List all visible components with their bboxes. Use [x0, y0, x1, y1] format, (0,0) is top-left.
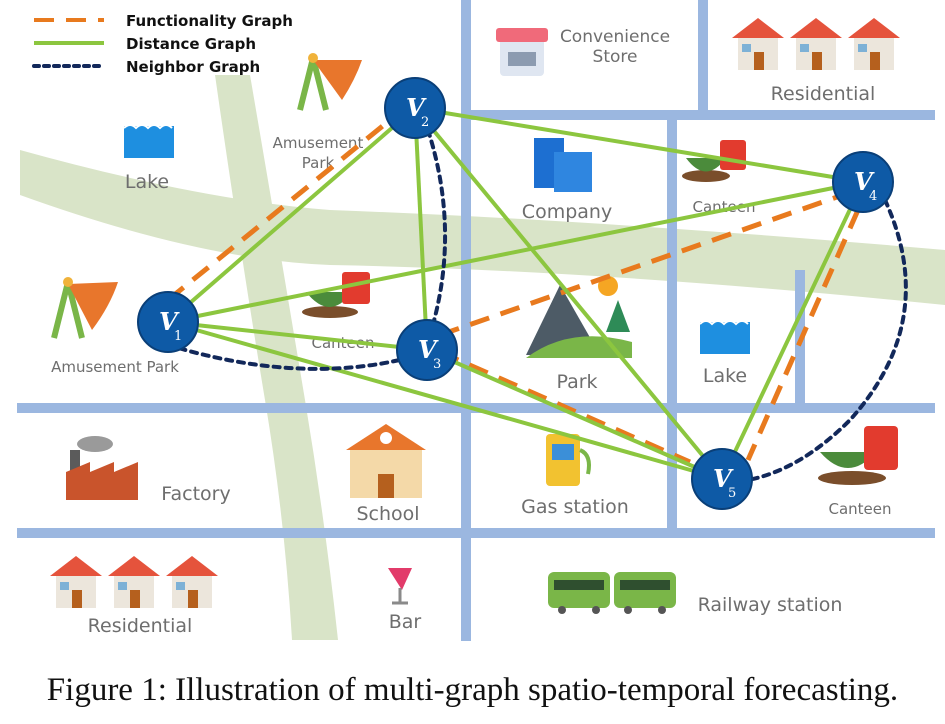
figure-caption: Figure 1: Illustration of multi-graph sp… — [46, 672, 899, 708]
dist-edge-v1-v4 — [167, 180, 864, 324]
school-icon — [346, 424, 426, 498]
dist-edge-v1-v3 — [167, 320, 428, 352]
green-belt — [20, 150, 945, 305]
train-icon — [548, 572, 676, 614]
green-belt-vertical — [215, 75, 338, 640]
label-railway-station: Railway station — [698, 594, 843, 616]
svg-text:3: 3 — [433, 357, 441, 372]
label-residential-bottom: Residential — [88, 615, 193, 637]
dist-edge-v2-v5 — [413, 106, 724, 481]
node-v1: V 1 — [137, 291, 199, 353]
neighbor-edges — [166, 128, 908, 482]
dist-edge-v4-v5 — [720, 181, 865, 480]
func-edge-v4-v5 — [745, 208, 861, 462]
label-lake-right: Lake — [703, 365, 747, 387]
nbr-edge-v2-v3 — [426, 128, 448, 330]
bar-icon — [388, 568, 412, 605]
label-convenience-store-line2: Store — [593, 47, 638, 67]
dist-edge-v1-v5 — [167, 320, 723, 481]
house-icon-group-top — [732, 18, 900, 70]
legend-functionality-label: Functionality Graph — [126, 12, 293, 30]
svg-text:V: V — [713, 464, 734, 493]
distance-edges — [166, 106, 865, 481]
factory-icon — [66, 436, 138, 500]
dist-edge-v3-v5 — [426, 348, 723, 481]
label-residential-top: Residential — [771, 83, 876, 105]
label-park: Park — [556, 371, 597, 393]
label-gas-station: Gas station — [521, 496, 629, 518]
house-icon-group-bottom — [50, 556, 218, 608]
lake-icon-right — [699, 320, 750, 354]
label-company: Company — [522, 201, 612, 223]
canteen-icon-mid — [302, 272, 370, 318]
node-v5: V 5 — [691, 448, 753, 510]
svg-text:V: V — [418, 335, 439, 364]
legend-neighbor-label: Neighbor Graph — [126, 58, 260, 76]
functionality-edges — [166, 114, 861, 465]
label-convenience-store-line1: Convenience — [560, 27, 670, 47]
label-school: School — [356, 503, 419, 525]
dist-edge-v1-v2 — [166, 106, 417, 324]
nbr-edge-v4-v5 — [746, 198, 908, 482]
func-edge-v1-v2 — [166, 114, 397, 302]
svg-text:V: V — [406, 93, 427, 122]
func-edge-v3-v5 — [438, 349, 692, 465]
legend-distance-label: Distance Graph — [126, 35, 256, 53]
svg-text:1: 1 — [174, 329, 182, 344]
svg-text:V: V — [159, 307, 180, 336]
svg-text:5: 5 — [728, 486, 736, 501]
lake-icon-left — [123, 124, 174, 158]
gas-station-icon — [546, 434, 591, 486]
company-icon — [534, 138, 592, 192]
canteen-icon-right — [818, 426, 898, 485]
label-bar: Bar — [389, 611, 422, 633]
node-v4: V 4 — [832, 151, 894, 213]
nbr-edge-v1-v3 — [166, 343, 410, 371]
label-amusement-park-top-line1: Amusement — [273, 134, 364, 152]
label-factory: Factory — [161, 483, 230, 505]
label-amusement-park-left: Amusement Park — [51, 358, 179, 376]
label-lake-left: Lake — [125, 171, 169, 193]
svg-text:4: 4 — [869, 189, 877, 204]
legend: Functionality Graph Distance Graph Neigh… — [32, 12, 293, 76]
swing-ride-icon-top — [297, 53, 362, 111]
store-icon — [496, 28, 548, 76]
svg-text:2: 2 — [421, 115, 429, 130]
svg-text:V: V — [854, 167, 875, 196]
swing-ride-icon-left — [51, 277, 118, 339]
func-edge-v3-v4 — [439, 193, 841, 338]
node-v2: V 2 — [384, 77, 446, 139]
dist-edge-v2-v4 — [414, 106, 864, 184]
dist-edge-v2-v3 — [413, 107, 429, 351]
label-canteen-right: Canteen — [828, 500, 891, 518]
node-v3: V 3 — [396, 319, 458, 381]
label-amusement-park-top-line2: Park — [302, 154, 335, 172]
